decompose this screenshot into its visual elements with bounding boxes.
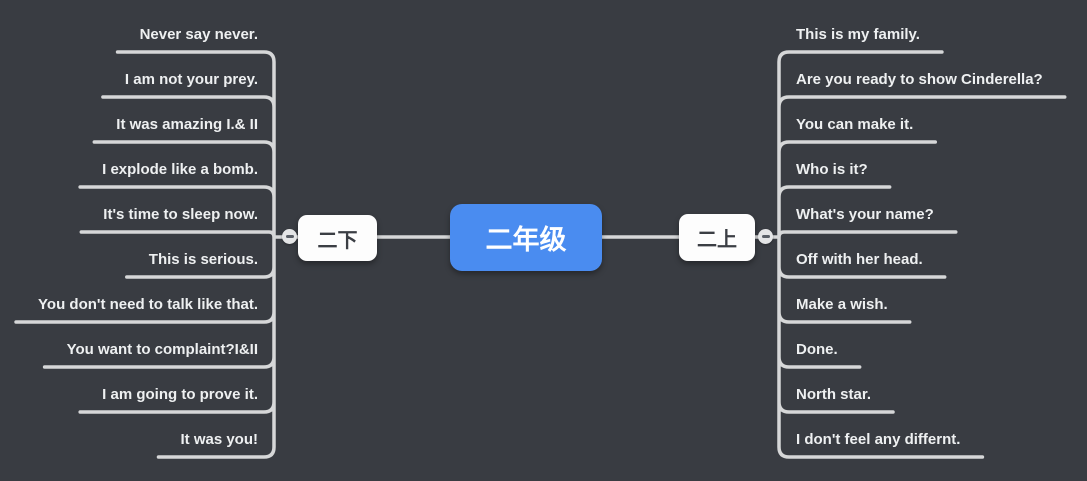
leaf-topic[interactable]: I don't feel any differnt. [796,431,961,448]
root-node-label: 二年级 [485,225,567,255]
leaf-topic[interactable]: Make a wish. [796,296,888,313]
leaf-topic[interactable]: What's your name? [796,206,934,223]
branch-node-label: 二上 [697,229,737,251]
leaf-topic[interactable]: Are you ready to show Cinderella? [796,71,1043,88]
leaf-topic[interactable]: Who is it? [796,161,868,178]
leaf-topic[interactable]: You want to complaint?I&II [66,341,258,358]
collapse-button-right[interactable] [758,229,773,244]
leaf-topic[interactable]: Never say never. [139,26,258,43]
leaf-topic[interactable]: I am not your prey. [124,71,258,88]
leaf-topic[interactable]: I explode like a bomb. [102,161,258,178]
minus-icon [761,235,770,238]
leaf-topic[interactable]: North star. [796,386,872,403]
leaf-topic[interactable]: You don't need to talk like that. [38,296,258,313]
branch-node-erxia[interactable]: 二下 [298,215,377,261]
root-node[interactable]: 二年级 [450,204,602,271]
branch-node-ershang[interactable]: 二上 [679,214,755,261]
leaf-topic[interactable]: Done. [796,341,838,358]
leaf-topic[interactable]: This is my family. [796,26,920,43]
leaf-topic[interactable]: It was you! [180,431,258,448]
leaf-topic[interactable]: This is serious. [148,251,258,268]
branch-node-label: 二下 [317,229,358,252]
leaf-topic[interactable]: It's time to sleep now. [103,206,258,223]
leaf-topic[interactable]: You can make it. [796,116,914,133]
minus-icon [285,235,294,238]
leaf-topic[interactable]: It was amazing I.& II [116,116,258,133]
leaf-topic[interactable]: Off with her head. [796,251,923,268]
leaf-topic[interactable]: I am going to prove it. [102,386,258,403]
collapse-button-left[interactable] [282,229,297,244]
